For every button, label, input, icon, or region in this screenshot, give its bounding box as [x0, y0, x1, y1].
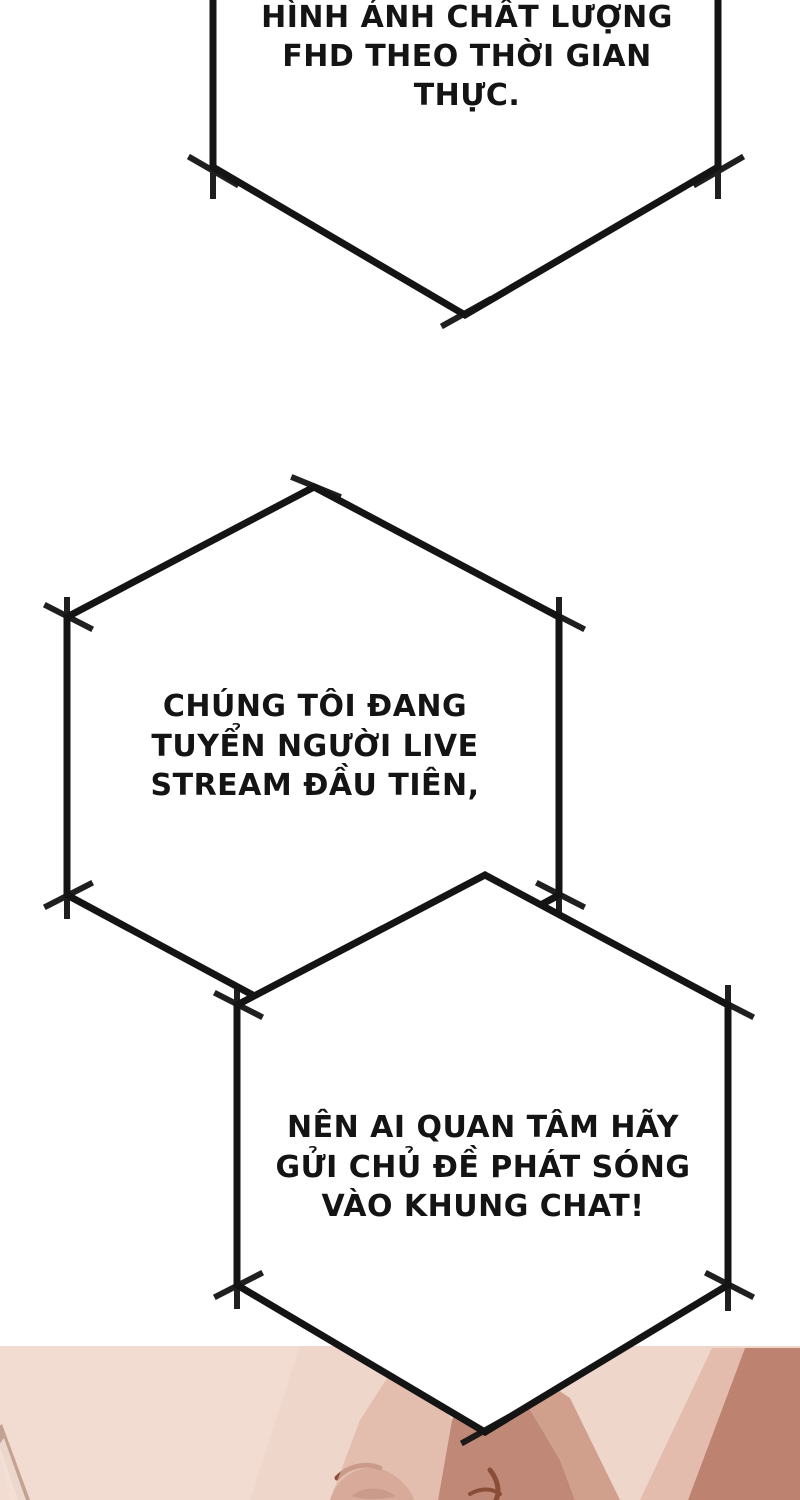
- bubble-3-vertex-ticks: [212, 985, 756, 1447]
- cheek-highlight-left: [0, 1346, 300, 1500]
- nose-under-crease: [468, 1487, 502, 1496]
- speech-bubble-2-text: CHÚNG TÔI ĐANG TUYỂN NGƯỜI LIVE STREAM Đ…: [150, 689, 480, 804]
- bubble-1-vertex-ticks: [186, 147, 746, 330]
- cheek-midtone-right: [640, 1348, 745, 1500]
- speech-bubble-3-text: NÊN AI QUAN TÂM HÃY GỬI CHỦ ĐỀ PHÁT SÓNG…: [275, 1110, 691, 1225]
- bubble-1-outline: [209, 0, 722, 320]
- nostril-crease-right: [487, 1467, 501, 1500]
- nose-right-flank: [528, 1378, 620, 1500]
- cheek-shadow-right: [688, 1348, 800, 1500]
- speech-bubble-3: [212, 871, 756, 1447]
- speech-bubble-1-text: HÌNH ẢNH CHẤT LƯỢNG FHD THEO THỜI GIAN T…: [261, 0, 673, 113]
- speech-bubble-1: [186, 0, 746, 330]
